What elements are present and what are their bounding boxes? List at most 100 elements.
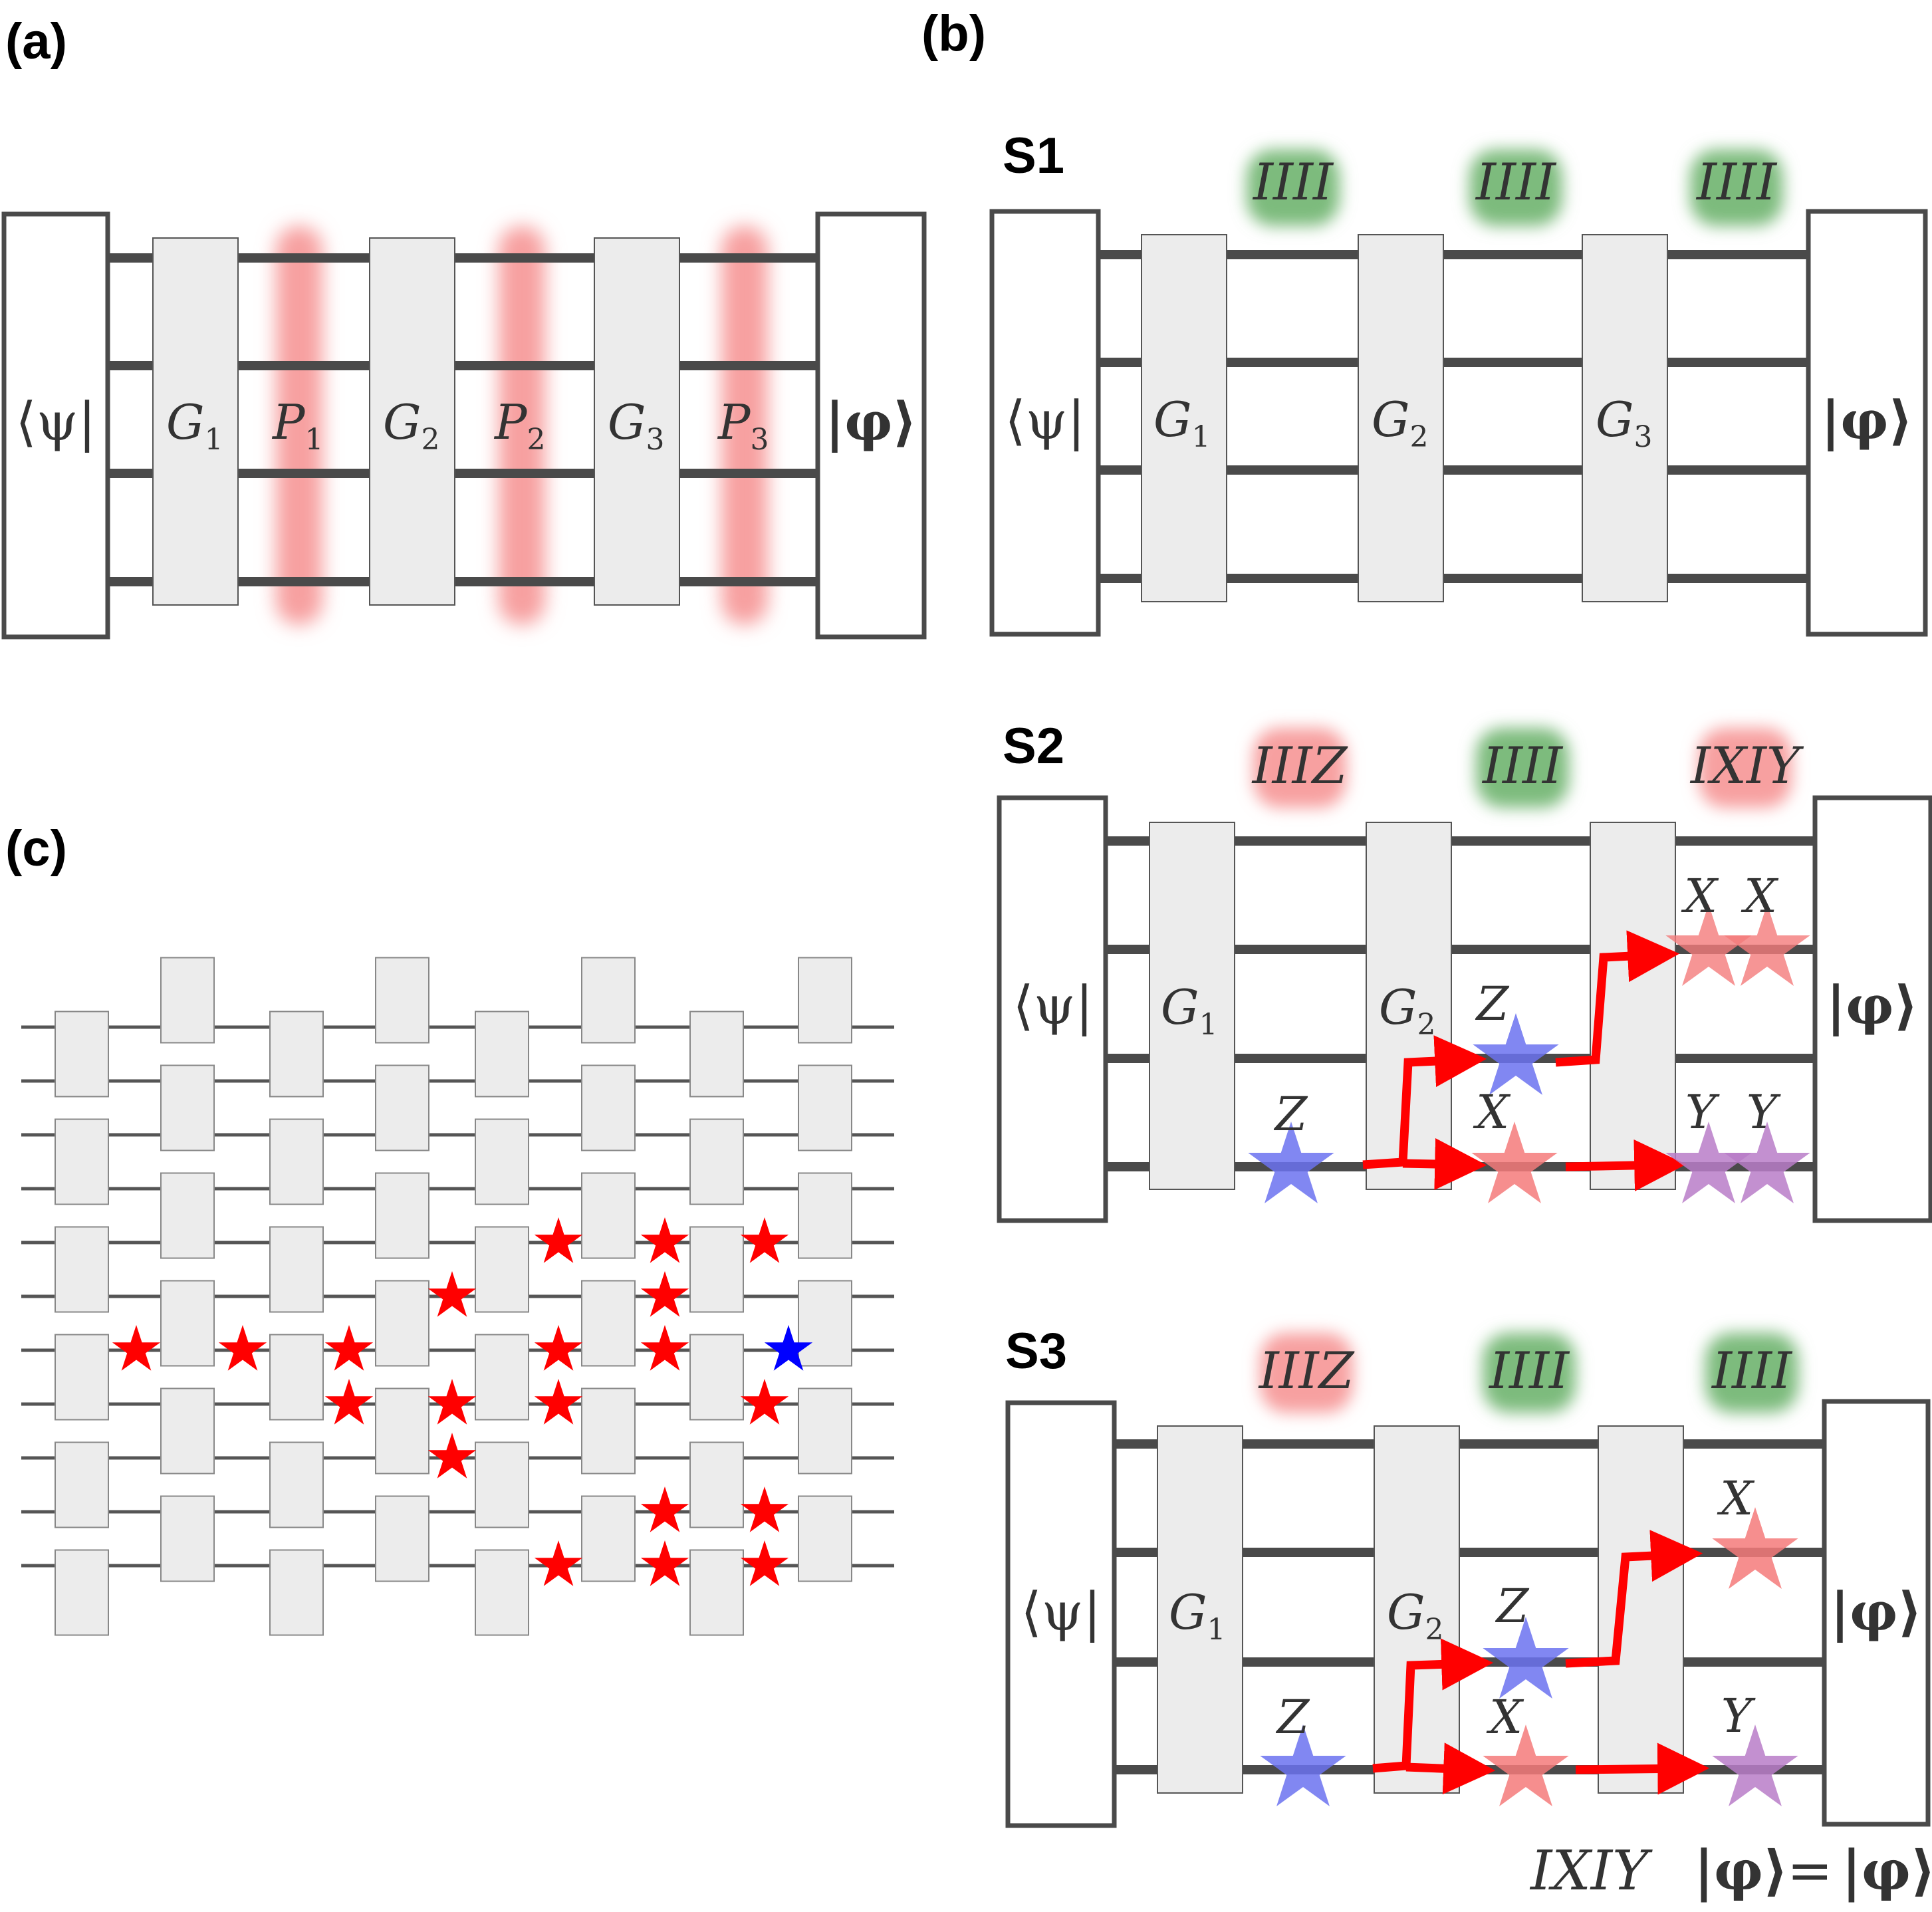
gate xyxy=(55,1334,109,1421)
gate-name: G xyxy=(1372,392,1410,447)
bra-box xyxy=(1,211,110,640)
error-star-red xyxy=(740,1487,789,1532)
pauli-string: IIII xyxy=(1488,1341,1570,1400)
scenario-s3: S3 IIIZ IIII IIII ⟨ψ| |φ⟩ G1 G2 xyxy=(1005,1323,1931,1828)
error-star-red xyxy=(740,1379,789,1425)
gate-sub: 2 xyxy=(1417,1008,1436,1042)
gate xyxy=(689,1549,744,1636)
gate-name: G xyxy=(608,394,646,450)
gate xyxy=(475,1226,529,1313)
pauli-string: IIII xyxy=(1711,1341,1793,1400)
gate xyxy=(55,1441,109,1528)
error-star-red xyxy=(218,1325,267,1371)
error-star-red xyxy=(324,1325,374,1371)
gate-g1 xyxy=(152,237,239,606)
glow-green xyxy=(1483,1333,1576,1413)
gate-label: G2 xyxy=(383,394,440,457)
gate xyxy=(581,1064,636,1151)
gate-label: G3 xyxy=(1596,392,1653,454)
gate xyxy=(798,1387,852,1475)
gates xyxy=(55,957,852,1636)
ket-phi: |φ⟩ xyxy=(825,390,917,453)
gate xyxy=(798,1280,852,1367)
bra-box xyxy=(997,795,1108,1223)
panel-a-label: (a) xyxy=(5,13,67,70)
gate-g3 xyxy=(594,237,680,606)
error-star-red xyxy=(324,1379,374,1425)
gate-g3 xyxy=(1582,234,1668,602)
gate xyxy=(375,957,429,1044)
gate-name: G xyxy=(1169,1584,1207,1640)
error-star-red xyxy=(534,1217,583,1263)
gate xyxy=(160,1387,215,1475)
bra-psi: ⟨ψ| xyxy=(1013,975,1094,1036)
gate xyxy=(581,1280,636,1367)
gate-g1 xyxy=(1149,822,1235,1190)
error-star-red xyxy=(534,1325,583,1371)
pauli-glow-1 xyxy=(276,226,322,625)
gate-sub: 3 xyxy=(646,423,665,457)
gate xyxy=(581,1387,636,1475)
glow-green xyxy=(1476,728,1569,808)
arrow xyxy=(1565,1530,1703,1668)
gate-label: G2 xyxy=(1387,1584,1444,1647)
gate-g3 xyxy=(1590,822,1676,1190)
gate xyxy=(269,1549,324,1636)
gate-g3 xyxy=(1598,1425,1684,1794)
gate xyxy=(375,1280,429,1367)
star-label: Z xyxy=(1274,1087,1308,1141)
gate xyxy=(269,1226,324,1313)
gate xyxy=(160,1280,215,1367)
arrow xyxy=(1372,1638,1494,1773)
gate-label: G1 xyxy=(1153,392,1211,454)
gate xyxy=(689,1118,744,1205)
gate xyxy=(55,1011,109,1098)
gate-label: G1 xyxy=(1169,1584,1226,1647)
arrow xyxy=(1575,1742,1710,1795)
gate xyxy=(269,1118,324,1205)
panel-a: (a) ⟨ψ| |φ⟩ G1 G2 G3 P1 P2 P3 xyxy=(1,13,927,640)
glow-green xyxy=(1705,1333,1798,1413)
gate-sub: 3 xyxy=(1634,420,1653,454)
error-star-red xyxy=(640,1487,689,1532)
gate xyxy=(475,1118,529,1205)
propagation-arrows xyxy=(1362,930,1687,1191)
star-label: X xyxy=(1717,1471,1755,1526)
gate xyxy=(160,1064,215,1151)
star-label: Z xyxy=(1495,1579,1530,1633)
scenario-label: S3 xyxy=(1005,1323,1067,1379)
gate-g1 xyxy=(1157,1425,1243,1794)
ket-box xyxy=(1812,795,1932,1223)
error-star-red xyxy=(640,1540,689,1586)
pauli-glow-2 xyxy=(499,226,545,625)
pauli-name: P xyxy=(717,394,751,450)
gate xyxy=(475,1549,529,1636)
gate-g2 xyxy=(1358,234,1444,602)
star-label: X xyxy=(1741,869,1779,923)
gate-g2 xyxy=(1374,1425,1460,1794)
equation-lhs: IXIY xyxy=(1529,1840,1653,1903)
pauli-string: IXIY xyxy=(1689,736,1804,795)
pauli-string: IIII xyxy=(1695,152,1778,211)
gate-name: G xyxy=(1161,979,1199,1035)
gate xyxy=(689,1226,744,1313)
gate-label: G1 xyxy=(166,394,223,457)
ket-phi: |φ⟩ xyxy=(1821,389,1913,452)
gate-sub: 1 xyxy=(1199,1008,1218,1042)
status-glows xyxy=(1247,150,1783,226)
equation-equals: = xyxy=(1787,1840,1833,1903)
gate xyxy=(581,1172,636,1259)
panel-b-label: (b) xyxy=(921,5,986,62)
ket-phi: |φ⟩ xyxy=(1826,974,1918,1037)
pauli-sub: 1 xyxy=(304,423,323,457)
arrow xyxy=(1565,1139,1687,1191)
gate xyxy=(689,1334,744,1421)
gate-label: G3 xyxy=(608,394,665,457)
gate-sub: 2 xyxy=(1410,420,1429,454)
status-glows xyxy=(1253,728,1792,808)
gate-sub: 1 xyxy=(1192,420,1211,454)
scenario-label: S1 xyxy=(1003,128,1064,184)
star-label: Z xyxy=(1475,977,1510,1031)
star-label: Y xyxy=(1747,1085,1781,1139)
